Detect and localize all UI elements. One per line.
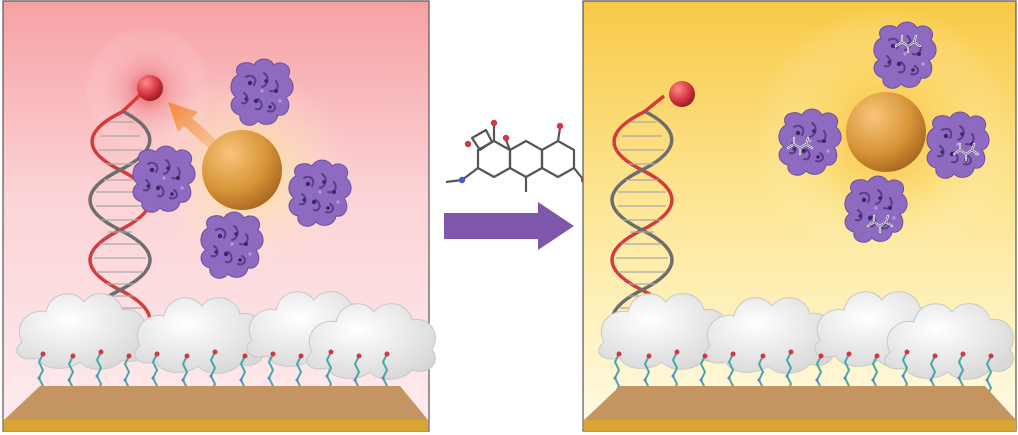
panel-after <box>582 0 1017 432</box>
energy-transfer-arrow <box>168 102 222 153</box>
substrate-top <box>4 386 428 420</box>
drug-molecule <box>445 124 583 192</box>
reporter-bead-after <box>669 81 695 107</box>
transition <box>444 119 588 250</box>
gold-nanoparticle-after <box>846 92 926 172</box>
transition-arrow <box>444 202 574 250</box>
gold-nanoparticle <box>202 130 282 210</box>
panel-before <box>2 0 436 432</box>
substrate-edge-after <box>584 420 1016 431</box>
substrate-edge <box>4 420 428 431</box>
reporter-bead <box>137 75 163 101</box>
substrate-top-after <box>584 386 1016 420</box>
